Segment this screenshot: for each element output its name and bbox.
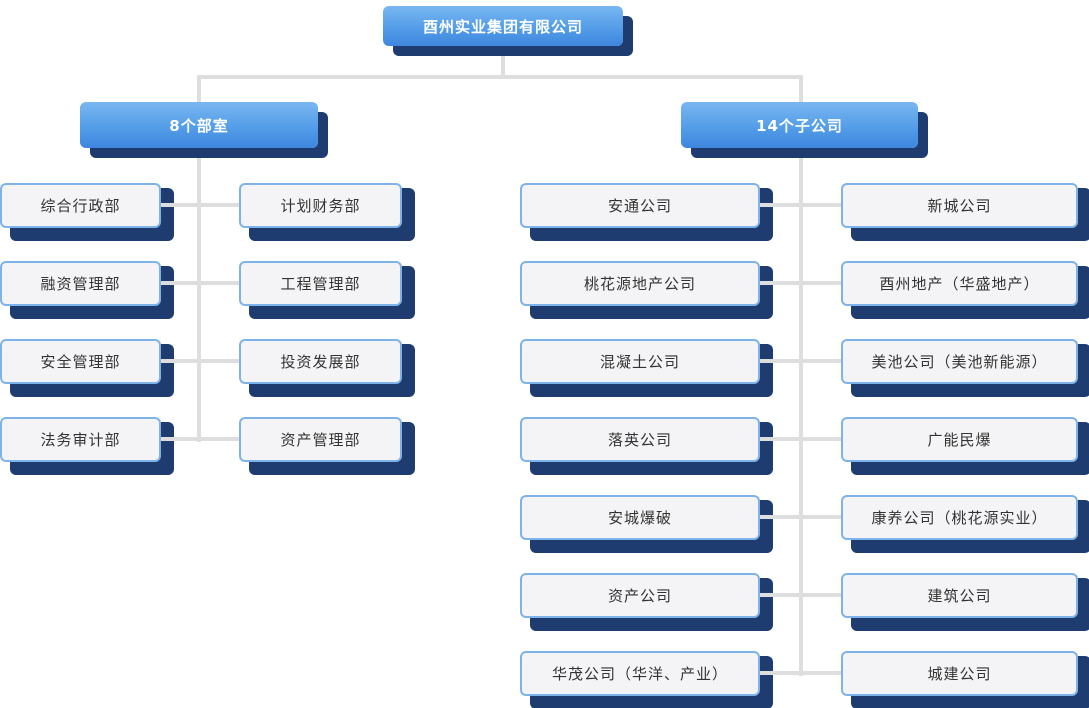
org-node: 安城爆破: [520, 495, 760, 540]
connector-stub: [155, 281, 245, 285]
org-node-cell: 落英公司: [520, 417, 773, 475]
org-node-cell: 资产公司: [520, 573, 773, 631]
connector-stub: [754, 281, 846, 285]
org-node: 法务审计部: [0, 417, 161, 462]
connector-stub: [155, 203, 245, 207]
connector-stub: [754, 437, 846, 441]
org-node: 资产公司: [520, 573, 760, 618]
connector-left-trunk: [197, 147, 201, 442]
connector-stub: [754, 359, 846, 363]
org-node: 城建公司: [841, 651, 1078, 696]
group-header-subsidiaries: 14个子公司: [681, 102, 918, 148]
connector-stub: [754, 515, 846, 519]
org-node-cell: 计划财务部: [239, 183, 415, 241]
org-node: 落英公司: [520, 417, 760, 462]
org-node-cell: 法务审计部: [0, 417, 174, 475]
org-node-cell: 城建公司: [841, 651, 1089, 708]
org-node: 安全管理部: [0, 339, 161, 384]
org-node-cell: 华茂公司（华洋、产业）: [520, 651, 773, 708]
org-node: 资产管理部: [239, 417, 402, 462]
org-node-cell: 综合行政部: [0, 183, 174, 241]
connector-stub: [754, 203, 846, 207]
org-node-cell: 酉州地产（华盛地产）: [841, 261, 1089, 319]
org-node-cell: 融资管理部: [0, 261, 174, 319]
org-node-cell: 资产管理部: [239, 417, 415, 475]
group-header-subsidiaries-label: 14个子公司: [756, 116, 843, 135]
group-header-departments-label: 8个部室: [169, 116, 229, 135]
org-node-cell: 广能民爆: [841, 417, 1089, 475]
org-node: 综合行政部: [0, 183, 161, 228]
org-node: 酉州地产（华盛地产）: [841, 261, 1078, 306]
root-node: 酉州实业集团有限公司: [383, 6, 623, 46]
connector-right-trunk: [799, 147, 803, 676]
org-node: 工程管理部: [239, 261, 402, 306]
org-node: 投资发展部: [239, 339, 402, 384]
org-node: 计划财务部: [239, 183, 402, 228]
org-node: 广能民爆: [841, 417, 1078, 462]
connector-stub: [155, 437, 245, 441]
org-node-cell: 新城公司: [841, 183, 1089, 241]
connector-stub: [155, 359, 245, 363]
org-node: 华茂公司（华洋、产业）: [520, 651, 760, 696]
org-node-cell: 工程管理部: [239, 261, 415, 319]
org-node-cell: 建筑公司: [841, 573, 1089, 631]
group-header-departments: 8个部室: [80, 102, 318, 148]
org-node-cell: 康养公司（桃花源实业）: [841, 495, 1089, 553]
org-node-cell: 安城爆破: [520, 495, 773, 553]
connector-stub: [754, 593, 846, 597]
org-node-cell: 桃花源地产公司: [520, 261, 773, 319]
connector-right-drop: [799, 75, 803, 103]
org-node-cell: 安通公司: [520, 183, 773, 241]
org-node: 安通公司: [520, 183, 760, 228]
org-node: 康养公司（桃花源实业）: [841, 495, 1078, 540]
org-node: 桃花源地产公司: [520, 261, 760, 306]
org-node: 美池公司（美池新能源）: [841, 339, 1078, 384]
connector-left-drop: [197, 75, 201, 103]
connector-stub: [754, 671, 846, 675]
connector-root-drop: [501, 46, 505, 76]
org-node-cell: 混凝土公司: [520, 339, 773, 397]
org-node-cell: 安全管理部: [0, 339, 174, 397]
org-node: 融资管理部: [0, 261, 161, 306]
org-node-cell: 美池公司（美池新能源）: [841, 339, 1089, 397]
org-node: 混凝土公司: [520, 339, 760, 384]
root-node-label: 酉州实业集团有限公司: [422, 17, 583, 36]
connector-main-horizontal: [197, 75, 803, 79]
org-node: 建筑公司: [841, 573, 1078, 618]
org-node-cell: 投资发展部: [239, 339, 415, 397]
org-node: 新城公司: [841, 183, 1078, 228]
